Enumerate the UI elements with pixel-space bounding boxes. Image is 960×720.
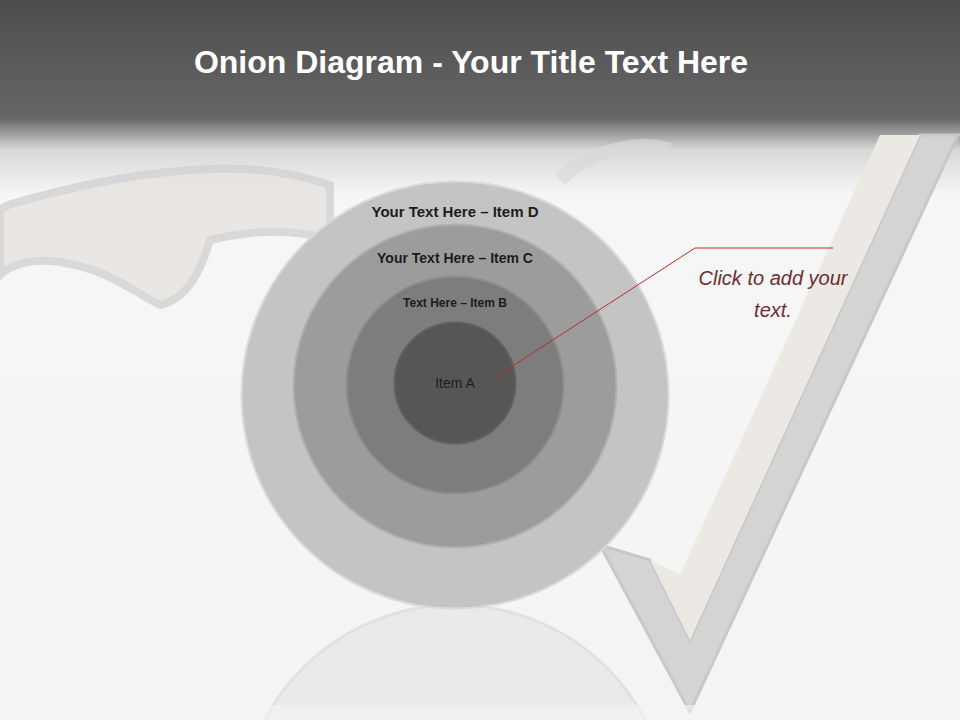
callout-text: Click to add your text. bbox=[693, 262, 853, 326]
slide-title: Onion Diagram - Your Title Text Here bbox=[0, 44, 942, 81]
ring-fill bbox=[294, 225, 617, 548]
inner-ring: Text Here – Item B Item A bbox=[345, 275, 565, 495]
ring-fill bbox=[347, 277, 564, 494]
ring-label-box: Item A bbox=[393, 375, 517, 391]
middle-ring: Your Text Here – Item C Text Here – Item … bbox=[292, 223, 618, 549]
ring-label: Item A bbox=[435, 375, 475, 391]
ring-fill bbox=[242, 182, 669, 609]
ring-label-box: Text Here – Item B bbox=[345, 296, 565, 310]
ring-label: Your Text Here – Item D bbox=[372, 203, 539, 220]
scroll-curl bbox=[560, 146, 670, 180]
ring-fill bbox=[395, 323, 516, 444]
check-mark-inner bbox=[650, 135, 920, 640]
reflection bbox=[240, 605, 670, 720]
ring-label-box: Your Text Here – Item D bbox=[240, 203, 670, 220]
floor-fade bbox=[0, 705, 960, 720]
ring-label: Your Text Here – Item C bbox=[377, 250, 533, 266]
core-circle: Item A bbox=[393, 321, 517, 445]
ring-label: Text Here – Item B bbox=[403, 296, 507, 310]
outer-ring: Your Text Here – Item D Your Text Here – … bbox=[240, 180, 670, 610]
ring-label-box: Your Text Here – Item C bbox=[292, 250, 618, 266]
